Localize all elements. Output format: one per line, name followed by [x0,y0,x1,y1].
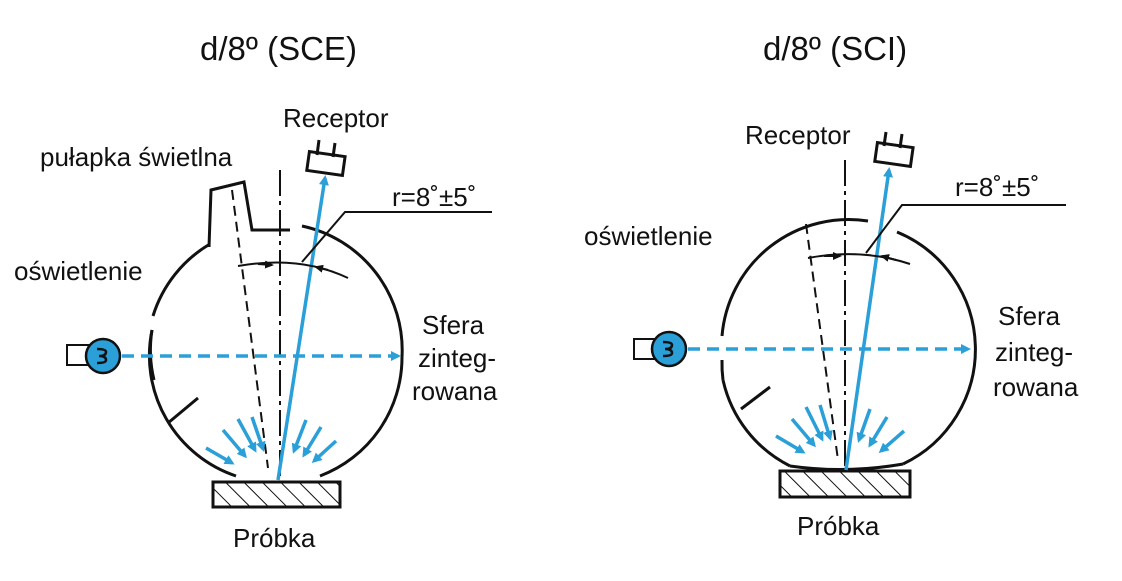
angle-arc [807,253,911,265]
sphere-arc-upper-left [151,242,211,317]
title-sci: d/8º (SCI) [763,30,907,67]
diagram-sci: d/8º (SCI) Receptor oświetlenie r=8˚±5˚ … [584,30,1079,541]
angle-leader [301,211,492,263]
reflected-ray [276,175,329,481]
angle-leader [865,204,1066,254]
diffuse-rays [205,416,338,465]
sphere-label-3: rowana [993,372,1079,402]
sphere-arc-right [301,224,404,358]
receptor-icon [873,131,915,169]
sample-label: Próbka [233,523,316,553]
sample-label: Próbka [797,511,880,541]
sphere-label-3: rowana [412,376,498,406]
receptor-label: Receptor [283,103,389,133]
sphere-label-2: zinteg- [995,337,1073,367]
sphere-label-1: Sfera [422,310,485,340]
receptor-label: Receptor [745,120,851,150]
sphere-label-2: zinteg- [418,343,496,373]
sphere-arc-right [896,230,977,466]
angle-label: r=8˚±5˚ [955,172,1039,202]
light-trap [207,180,290,248]
diffuse-rays [775,404,906,454]
baffle [740,385,771,411]
baffle [167,396,199,425]
trap-axis-dashed [805,223,839,461]
angle-label: r=8˚±5˚ [392,182,476,212]
angle-arc [237,261,349,279]
lamp-icon [633,330,688,368]
trap-axis-dashed [231,189,269,469]
sample-icon [778,469,912,499]
sphere-arc-bottom-right [319,356,404,478]
illumination-label: oświetlenie [14,256,143,286]
illumination-label: oświetlenie [584,221,713,251]
light-trap-label: pułapka świetlna [40,142,233,172]
sphere-arc-bottom-left [721,379,791,468]
reflected-ray [844,167,893,471]
sphere-arc-upper [720,218,869,337]
lamp-icon [66,337,122,375]
receptor-icon [305,139,347,178]
title-sce: d/8º (SCE) [200,30,357,67]
sample-icon [211,480,342,509]
sphere-label-1: Sfera [998,301,1061,331]
diagram-sce: d/8º (SCE) Receptor pułapka świetlna ośw… [14,30,498,553]
